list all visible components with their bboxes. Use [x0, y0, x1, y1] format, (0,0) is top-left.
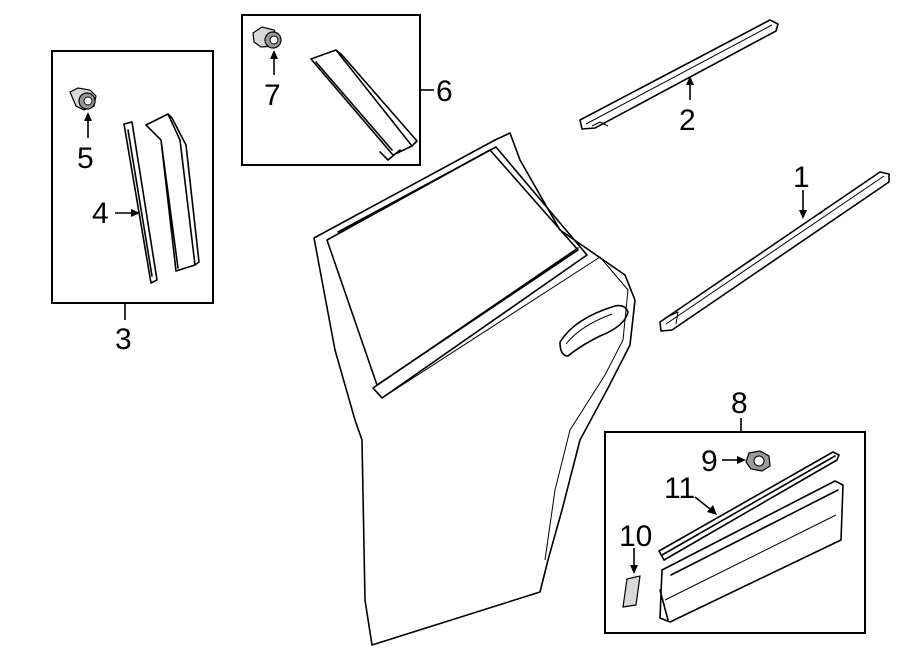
pillar-applique	[145, 113, 200, 272]
callout-7: 7	[264, 79, 281, 112]
group-box-8: 8 9 11 10	[604, 387, 866, 634]
clip-part-5	[69, 87, 97, 111]
callout-11: 11	[664, 472, 695, 505]
callout-5: 5	[77, 142, 94, 175]
group-box-3: 5 4 3	[51, 50, 214, 356]
callout-2: 2	[679, 104, 696, 137]
lower-door-molding	[659, 480, 844, 623]
molding-strip-part-11	[658, 451, 840, 561]
clip-part-7	[252, 26, 282, 49]
pillar-strip-part-4	[123, 121, 158, 284]
callout-8: 8	[731, 387, 748, 420]
box-3-frame	[51, 50, 214, 304]
callout-1: 1	[793, 161, 810, 194]
belt-molding-part-2: 2	[579, 19, 779, 137]
box-8-frame	[604, 431, 866, 634]
rear-door-shell	[313, 132, 636, 646]
pad-part-10	[622, 575, 641, 608]
clip-part-9	[745, 450, 771, 472]
callout-4: 4	[92, 197, 109, 230]
door-frame-applique	[310, 49, 418, 161]
callout-10: 10	[619, 520, 652, 553]
callout-3: 3	[115, 323, 132, 356]
callout-9: 9	[701, 445, 718, 478]
weatherstrip-part-1: 1	[659, 161, 890, 332]
group-box-6: 7 6	[241, 14, 453, 166]
callout-6: 6	[436, 75, 453, 108]
